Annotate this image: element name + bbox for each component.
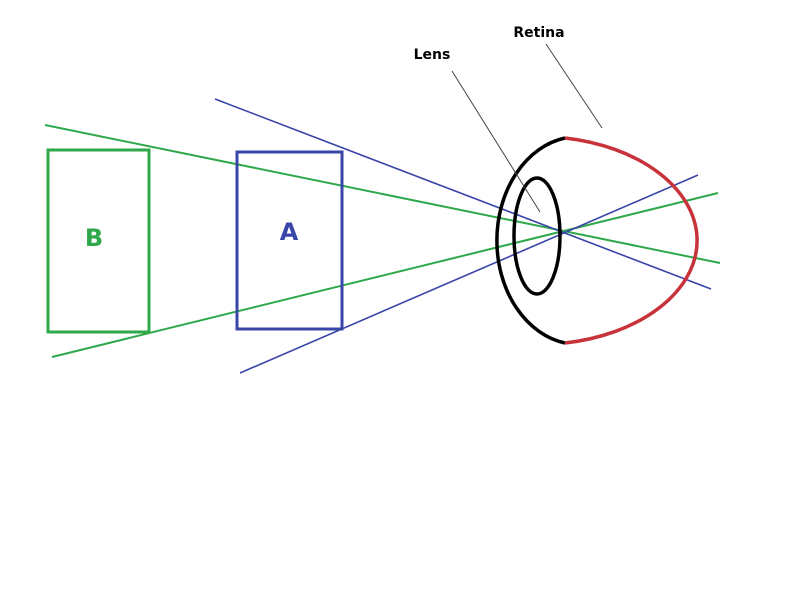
green-ray-upper [44, 124, 721, 264]
blue-ray-upper [214, 98, 712, 290]
object-b-rectangle [46, 148, 151, 334]
green-ray-lower [51, 192, 719, 358]
eye-front-arc [495, 136, 566, 345]
blue-light-rays [214, 98, 712, 374]
label-box-b: B [85, 224, 103, 252]
object-a-rectangle [235, 150, 344, 331]
retina-arc [564, 136, 699, 345]
blue-ray-lower [239, 174, 699, 374]
lens-leader-line [451, 70, 541, 213]
label-retina: Retina [513, 25, 564, 41]
green-light-rays [44, 124, 721, 358]
label-lens: Lens [414, 47, 451, 63]
label-box-a: A [280, 218, 299, 246]
lens-ellipse [512, 176, 562, 296]
retina-leader-line [545, 43, 603, 129]
